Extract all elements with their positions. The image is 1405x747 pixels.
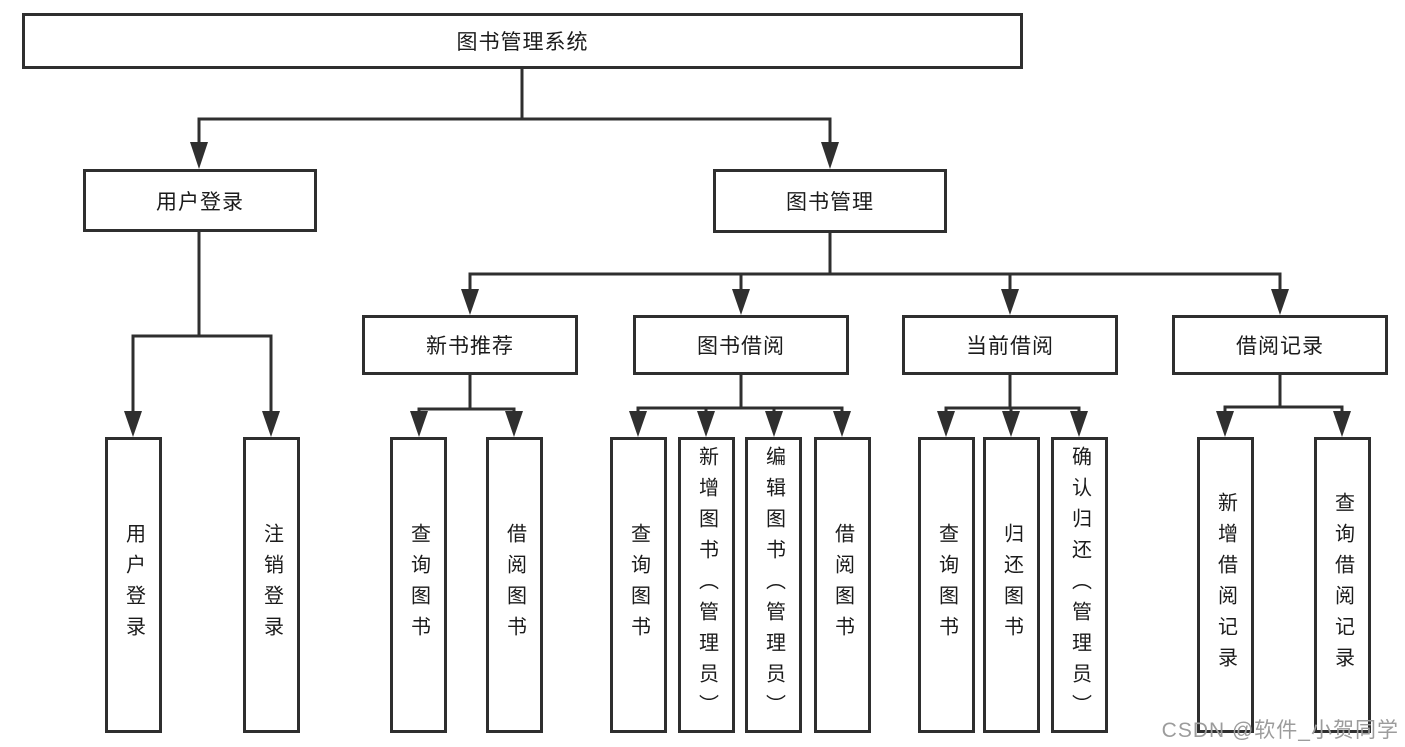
leaf-rec-borrow-books: 借阅图书 xyxy=(486,437,543,733)
node-label: 图书管理系统 xyxy=(456,31,589,54)
node-label: 图书管理 xyxy=(786,191,874,214)
node-label: 图书借阅 xyxy=(697,335,785,358)
node-label: 用户登录 xyxy=(156,190,244,214)
csdn-watermark: CSDN @软件_小贺同学 xyxy=(1161,719,1399,742)
leaf-records-add-record: 新增借阅记录 xyxy=(1197,437,1254,733)
node-book-borrow: 图书借阅 xyxy=(633,315,849,375)
edge-level3-rail xyxy=(468,272,1282,292)
edge-borrow-records-rail xyxy=(1223,405,1344,414)
node-user-login: 用户登录 xyxy=(83,169,317,232)
arrow-down-icon xyxy=(1070,411,1088,437)
node-root: 图书管理系统 xyxy=(22,13,1023,69)
edge-new-book-rec-rail xyxy=(417,407,516,414)
leaf-borrow-query-books: 查询图书 xyxy=(610,437,667,733)
leaf-current-return-books: 归还图书 xyxy=(983,437,1040,733)
arrow-down-icon xyxy=(461,289,479,315)
arrow-down-icon xyxy=(1271,289,1289,315)
arrowheads xyxy=(124,142,1351,437)
node-label: 编辑图书（管理员） xyxy=(762,445,785,725)
node-label: 注销登录 xyxy=(260,523,283,647)
node-label: 借阅记录 xyxy=(1236,335,1324,358)
edge-user-login-rail xyxy=(131,334,273,414)
node-label: 当前借阅 xyxy=(966,335,1054,358)
node-label: 新增借阅记录 xyxy=(1214,492,1237,678)
node-label: 查询图书 xyxy=(407,523,430,647)
leaf-records-query-record: 查询借阅记录 xyxy=(1314,437,1371,733)
leaf-borrow-edit-books-admin: 编辑图书（管理员） xyxy=(745,437,802,733)
arrow-down-icon xyxy=(821,142,839,169)
node-label: 确认归还（管理员） xyxy=(1068,445,1091,725)
leaf-current-confirm-return-admin: 确认归还（管理员） xyxy=(1051,437,1108,733)
node-current-borrow: 当前借阅 xyxy=(902,315,1118,375)
arrow-down-icon xyxy=(697,411,715,437)
arrow-down-icon xyxy=(629,411,647,437)
node-label: 查询图书 xyxy=(935,523,958,647)
arrow-down-icon xyxy=(190,142,208,169)
leaf-logout: 注销登录 xyxy=(243,437,300,733)
node-label: 查询图书 xyxy=(627,523,650,647)
arrow-down-icon xyxy=(1002,411,1020,437)
edge-level2-rail xyxy=(197,117,832,146)
node-label: 借阅图书 xyxy=(503,523,526,647)
node-label: 借阅图书 xyxy=(831,523,854,647)
arrow-down-icon xyxy=(1333,411,1351,437)
arrow-down-icon xyxy=(1001,289,1019,315)
leaf-borrow-borrow-books: 借阅图书 xyxy=(814,437,871,733)
leaf-rec-query-books: 查询图书 xyxy=(390,437,447,733)
arrow-down-icon xyxy=(505,411,523,437)
node-label: 查询借阅记录 xyxy=(1331,492,1354,678)
leaf-borrow-add-books-admin: 新增图书（管理员） xyxy=(678,437,735,733)
node-label: 新书推荐 xyxy=(426,335,514,358)
node-book-mgmt: 图书管理 xyxy=(713,169,947,233)
arrow-down-icon xyxy=(124,411,142,437)
node-label: 新增图书（管理员） xyxy=(695,445,718,725)
arrow-down-icon xyxy=(937,411,955,437)
node-borrow-records: 借阅记录 xyxy=(1172,315,1388,375)
node-label: 归还图书 xyxy=(1000,523,1023,647)
arrow-down-icon xyxy=(1216,411,1234,437)
node-label: 用户登录 xyxy=(122,523,145,647)
leaf-current-query-books: 查询图书 xyxy=(918,437,975,733)
arrow-down-icon xyxy=(262,411,280,437)
arrow-down-icon xyxy=(765,411,783,437)
node-new-book-rec: 新书推荐 xyxy=(362,315,578,375)
edge-book-borrow-rail xyxy=(636,406,844,414)
leaf-user-login: 用户登录 xyxy=(105,437,162,733)
arrow-down-icon xyxy=(732,289,750,315)
arrow-down-icon xyxy=(833,411,851,437)
arrow-down-icon xyxy=(410,411,428,437)
